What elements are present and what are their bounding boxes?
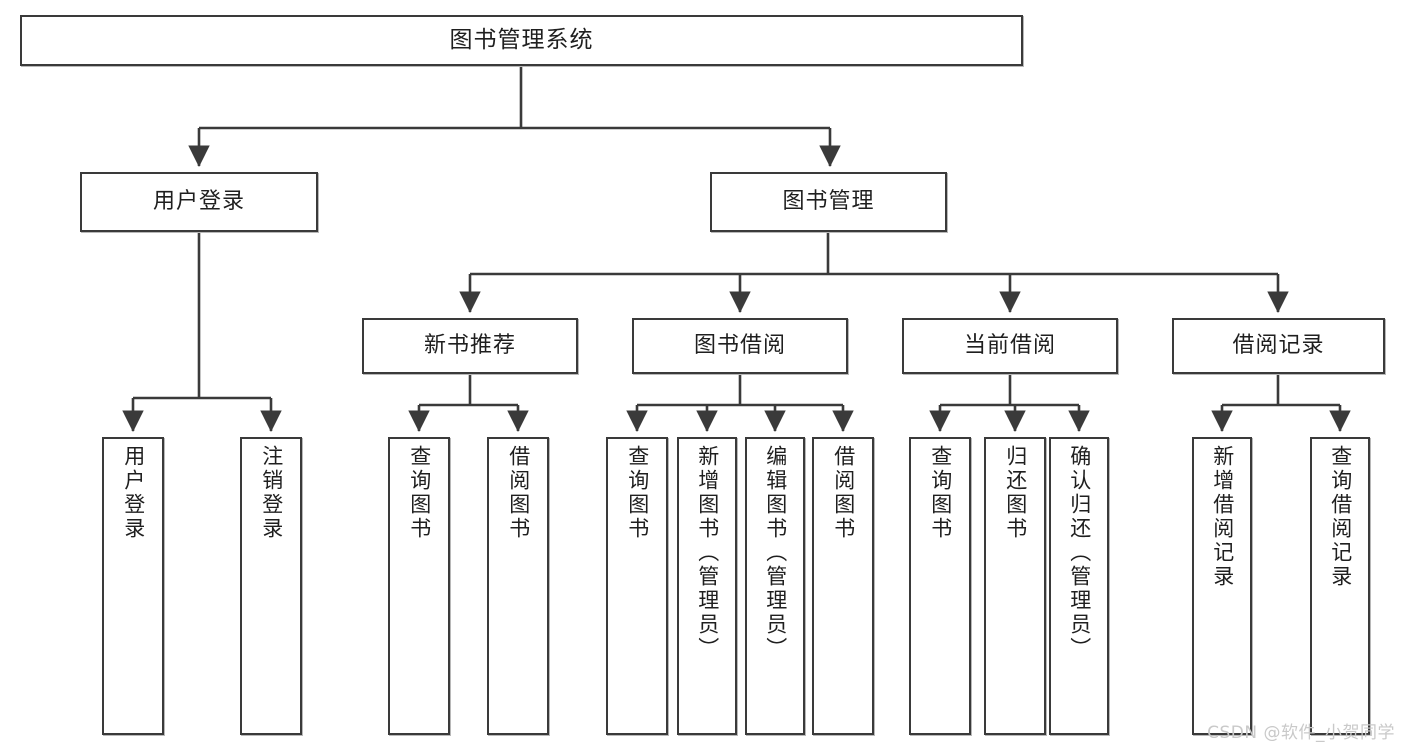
- node-root[interactable]: 图书管理系统: [20, 15, 1023, 66]
- node-root-label: 图书管理系统: [449, 26, 594, 53]
- node-leaf-add-borrow-record[interactable]: 新增借阅记录: [1192, 437, 1252, 735]
- node-leaf-add-borrow-record-label: 新增借阅记录: [1210, 445, 1235, 589]
- node-leaf-query-book-3-label: 查询图书: [928, 445, 953, 541]
- node-leaf-query-book-2-label: 查询图书: [625, 445, 650, 541]
- node-leaf-logout-login[interactable]: 注销登录: [240, 437, 302, 735]
- node-borrow-record[interactable]: 借阅记录: [1172, 318, 1385, 374]
- node-book-borrow[interactable]: 图书借阅: [632, 318, 848, 374]
- node-leaf-query-book-1-label: 查询图书: [407, 445, 432, 541]
- csdn-watermark: CSDN @软件_小贺同学: [1207, 723, 1395, 743]
- node-leaf-return-book[interactable]: 归还图书: [984, 437, 1046, 735]
- node-leaf-borrow-book-1[interactable]: 借阅图书: [487, 437, 549, 735]
- node-leaf-query-borrow-record[interactable]: 查询借阅记录: [1310, 437, 1370, 735]
- node-new-book-recommend-label: 新书推荐: [423, 333, 516, 359]
- node-leaf-query-book-2[interactable]: 查询图书: [606, 437, 668, 735]
- node-leaf-borrow-book-1-label: 借阅图书: [506, 445, 531, 541]
- node-leaf-logout-login-label: 注销登录: [259, 445, 284, 541]
- node-current-borrow[interactable]: 当前借阅: [902, 318, 1118, 374]
- node-leaf-query-book-3[interactable]: 查询图书: [909, 437, 971, 735]
- node-leaf-add-book-admin[interactable]: 新增图书（管理员）: [677, 437, 737, 735]
- node-leaf-user-login[interactable]: 用户登录: [102, 437, 164, 735]
- node-user-login-label: 用户登录: [152, 189, 245, 215]
- node-leaf-query-borrow-record-label: 查询借阅记录: [1328, 445, 1353, 589]
- node-leaf-add-book-admin-label: 新增图书（管理员）: [695, 445, 720, 661]
- node-leaf-edit-book-admin-label: 编辑图书（管理员）: [763, 445, 788, 661]
- node-leaf-borrow-book-2[interactable]: 借阅图书: [812, 437, 874, 735]
- node-new-book-recommend[interactable]: 新书推荐: [362, 318, 578, 374]
- node-leaf-return-book-label: 归还图书: [1003, 445, 1028, 541]
- node-book-manage-label: 图书管理: [782, 189, 875, 215]
- node-current-borrow-label: 当前借阅: [963, 333, 1056, 359]
- node-leaf-confirm-return-label: 确认归还（管理员）: [1067, 445, 1092, 661]
- node-leaf-edit-book-admin[interactable]: 编辑图书（管理员）: [745, 437, 805, 735]
- node-book-borrow-label: 图书借阅: [693, 333, 786, 359]
- node-leaf-user-login-label: 用户登录: [121, 445, 146, 541]
- node-user-login[interactable]: 用户登录: [80, 172, 318, 232]
- node-leaf-query-book-1[interactable]: 查询图书: [388, 437, 450, 735]
- node-leaf-confirm-return[interactable]: 确认归还（管理员）: [1049, 437, 1109, 735]
- node-leaf-borrow-book-2-label: 借阅图书: [831, 445, 856, 541]
- node-book-manage[interactable]: 图书管理: [710, 172, 947, 232]
- node-borrow-record-label: 借阅记录: [1232, 333, 1325, 359]
